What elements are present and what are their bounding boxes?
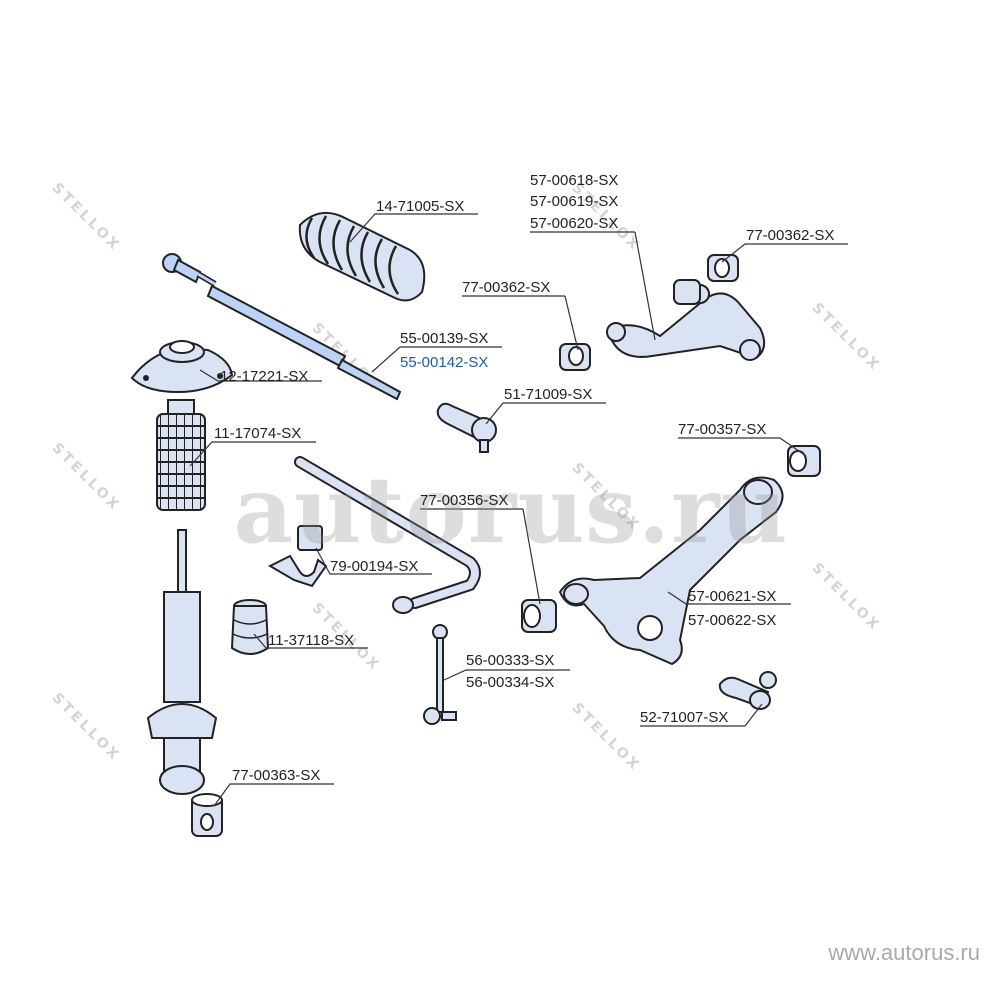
- rack-boot-part[interactable]: [298, 211, 426, 302]
- inner-tie-rod-part[interactable]: [162, 253, 402, 401]
- label-77-00362-left[interactable]: 77-00362-SX: [462, 279, 551, 296]
- label-57-00620[interactable]: 57-00620-SX: [530, 215, 619, 232]
- lower-control-arm-part[interactable]: [558, 476, 784, 666]
- tie-rod-end-part[interactable]: [436, 402, 497, 453]
- label-57-00618[interactable]: 57-00618-SX: [530, 172, 619, 189]
- label-57-00621[interactable]: 57-00621-SX: [688, 588, 777, 605]
- shock-absorber-part[interactable]: [146, 529, 218, 795]
- stabilizer-link-part[interactable]: [423, 624, 457, 725]
- label-11-17074[interactable]: 11-17074-SX: [214, 425, 302, 442]
- label-77-00356[interactable]: 77-00356-SX: [420, 492, 509, 509]
- leader-lines: [189, 213, 848, 807]
- label-56-00334[interactable]: 56-00334-SX: [466, 674, 555, 691]
- label-55-00139[interactable]: 55-00139-SX: [400, 330, 489, 347]
- upper-arm-bushing-secondary-part[interactable]: [673, 279, 701, 305]
- site-watermark: autorus.ru: [233, 456, 789, 564]
- bump-stop-part[interactable]: [230, 599, 270, 655]
- label-55-00142[interactable]: 55-00142-SX: [400, 354, 489, 371]
- label-57-00619[interactable]: 57-00619-SX: [530, 193, 619, 210]
- strut-mount-part[interactable]: [130, 340, 234, 394]
- stabilizer-bar-part[interactable]: [294, 456, 481, 614]
- label-56-00333[interactable]: 56-00333-SX: [466, 652, 555, 669]
- label-77-00363[interactable]: 77-00363-SX: [232, 767, 321, 784]
- upper-arm-bushing-right-part[interactable]: [707, 254, 739, 282]
- label-77-00362-right[interactable]: 77-00362-SX: [746, 227, 835, 244]
- lower-arm-bushing-front-part[interactable]: [521, 599, 557, 633]
- label-51-71009[interactable]: 51-71009-SX: [504, 386, 593, 403]
- site-url[interactable]: www.autorus.ru: [828, 940, 980, 965]
- upper-arm-bushing-left-part[interactable]: [559, 343, 591, 371]
- label-11-37118[interactable]: 11-37118-SX: [268, 632, 355, 649]
- dust-boot-part[interactable]: [156, 399, 206, 511]
- stabilizer-bushing-part[interactable]: [267, 525, 328, 588]
- label-77-00357[interactable]: 77-00357-SX: [678, 421, 767, 438]
- lower-arm-bushing-rear-part[interactable]: [787, 445, 821, 477]
- label-12-17221[interactable]: 12-17221-SX: [220, 368, 309, 385]
- label-79-00194[interactable]: 79-00194-SX: [330, 558, 419, 575]
- label-52-71007[interactable]: 52-71007-SX: [640, 709, 729, 726]
- ball-joint-part[interactable]: [718, 671, 777, 710]
- label-14-71005[interactable]: 14-71005-SX: [376, 198, 465, 215]
- label-57-00622[interactable]: 57-00622-SX: [688, 612, 777, 629]
